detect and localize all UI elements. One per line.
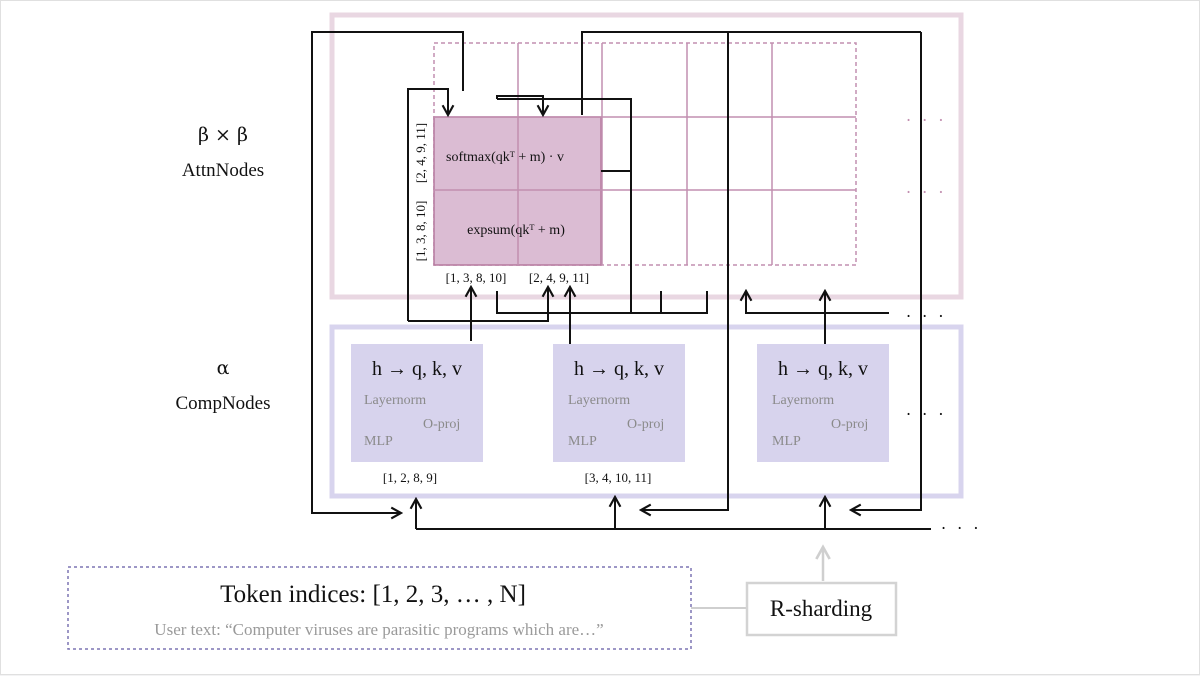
attn-section-name: AttnNodes <box>182 160 264 181</box>
comp-node-2: h → q, k, v Layernorm O-proj MLP <box>553 344 685 462</box>
row-index-top: [2, 4, 9, 11] <box>413 123 428 183</box>
comp-node-3-title: h → q, k, v <box>778 358 868 380</box>
comp-node-1-layernorm: Layernorm <box>364 393 426 408</box>
token-box <box>67 566 692 650</box>
comp-node-2-indices: [3, 4, 10, 11] <box>585 470 652 485</box>
comp-node-2-layernorm: Layernorm <box>568 393 630 408</box>
comp-node-2-mlp: MLP <box>568 434 597 449</box>
attn-dim-label: β × β <box>198 124 248 146</box>
comp-node-1-title: h → q, k, v <box>372 358 462 380</box>
comp-node-3-mlp: MLP <box>772 434 801 449</box>
attn-section-frame <box>329 12 964 300</box>
user-text-label: User text: “Computer viruses are parasit… <box>154 620 603 639</box>
rsharding-box[interactable] <box>745 581 898 637</box>
col-index-left: [1, 3, 8, 10] <box>446 270 507 285</box>
col-index-right: [2, 4, 9, 11] <box>529 270 589 285</box>
expsum-label: expsum(qkᵀ + m) <box>467 223 565 238</box>
comp-node-3-oproj: O-proj <box>831 417 868 432</box>
attn-grid-lines <box>434 43 856 265</box>
comp-node-1-mlp: MLP <box>364 434 393 449</box>
comp-ellipsis: . . . <box>906 400 946 419</box>
collector-ellipsis: . . . <box>906 302 946 321</box>
comp-node-3: h → q, k, v Layernorm O-proj MLP <box>757 344 889 462</box>
comp-node-3-layernorm: Layernorm <box>772 393 834 408</box>
softmax-label: softmax(qkᵀ + m) · v <box>446 150 564 165</box>
attn-row1-ellipsis: . . . <box>906 106 946 125</box>
rsharding-label: R-sharding <box>770 596 873 621</box>
row-index-bottom: [1, 3, 8, 10] <box>413 201 428 262</box>
wires <box>311 31 931 530</box>
token-indices-label: Token indices: [1, 2, 3, … , N] <box>220 581 526 608</box>
comp-node-1-oproj: O-proj <box>423 417 460 432</box>
comp-node-1-indices: [1, 2, 8, 9] <box>383 470 437 485</box>
comp-node-1: h → q, k, v Layernorm O-proj MLP <box>351 344 483 462</box>
comp-node-2-title: h → q, k, v <box>574 358 664 380</box>
comp-node-2-oproj: O-proj <box>627 417 664 432</box>
comp-dim-label: α <box>217 357 230 379</box>
bus-ellipsis: . . . <box>941 514 981 533</box>
comp-section-name: CompNodes <box>176 393 271 414</box>
comp-section-frame <box>329 324 964 499</box>
attn-row2-ellipsis: . . . <box>906 178 946 197</box>
